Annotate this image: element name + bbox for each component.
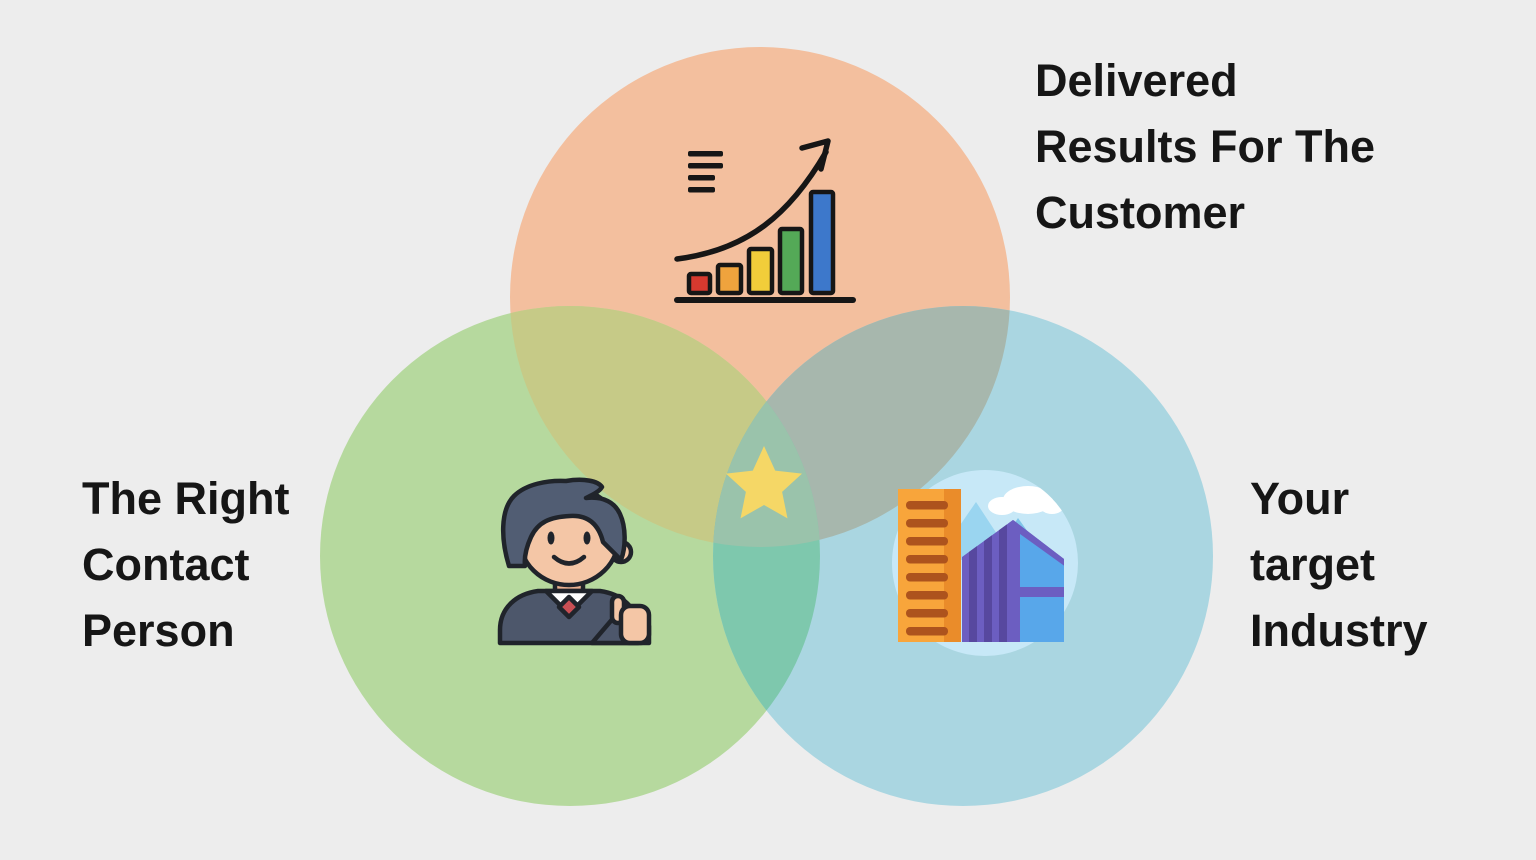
overlap-results-contact xyxy=(510,306,820,547)
bar-yellow xyxy=(746,246,775,296)
label-line: Customer xyxy=(1035,187,1246,238)
tie xyxy=(556,594,582,620)
businessman-icon xyxy=(497,477,652,646)
label-line: Delivered xyxy=(1035,55,1238,106)
growth-chart-icon xyxy=(674,138,856,303)
label-line: Results For The xyxy=(1035,121,1376,172)
label-line: The Right xyxy=(82,473,290,524)
bar-red xyxy=(686,271,713,296)
bar-orange xyxy=(715,262,744,296)
hair xyxy=(500,477,627,569)
bar-green xyxy=(777,226,805,296)
label-line: Contact xyxy=(82,539,250,590)
label-line: target xyxy=(1250,539,1376,590)
label-line: Person xyxy=(82,605,235,656)
label-your-target-industry: Your target Industry xyxy=(1250,466,1428,664)
label-line: Industry xyxy=(1250,605,1428,656)
overlap-results-industry xyxy=(713,306,1010,547)
buildings-icon xyxy=(892,470,1078,656)
label-delivered-results: Delivered Results For The Customer xyxy=(1035,48,1375,246)
bar-blue xyxy=(808,189,836,296)
label-right-contact-person: The Right Contact Person xyxy=(82,466,289,664)
label-line: Your xyxy=(1250,473,1350,524)
star-icon xyxy=(726,446,802,519)
